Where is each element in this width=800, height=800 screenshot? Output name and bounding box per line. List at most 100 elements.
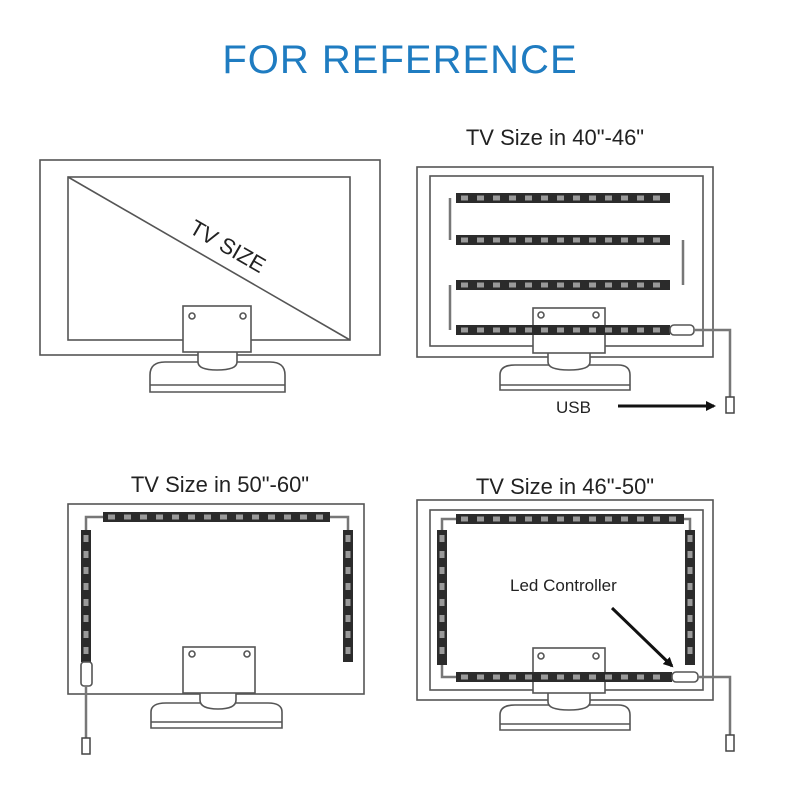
led-chip [557,516,564,522]
led-chip [509,516,516,522]
tv-stand [150,646,283,729]
led-chip [461,282,468,288]
led-chip [687,551,693,558]
led-chip [557,195,564,201]
led-chip [621,516,628,522]
usb-cable [698,675,732,735]
panel-caption: TV Size in 46"-50" [476,474,654,499]
led-chip [493,237,500,243]
led-controller [671,671,699,683]
led-chip [637,674,644,680]
led-strip [343,530,353,662]
panel-46-50: TV Size in 46"-50" Led Controller [416,474,735,752]
led-chip [493,516,500,522]
led-chip [345,583,351,590]
led-chip [621,327,628,333]
led-chip [637,327,644,333]
led-chip [345,647,351,654]
strip-connectors [440,517,692,679]
panel-caption: TV Size in 50"-60" [131,472,309,497]
led-chip [653,237,660,243]
led-chip [637,237,644,243]
led-chip [345,535,351,542]
led-chip [541,282,548,288]
usb-plug-icon [725,396,735,414]
led-chip [557,282,564,288]
led-chip [493,674,500,680]
controller-label: Led Controller [510,576,617,595]
strip-connectors [448,198,685,330]
led-chip [220,514,227,520]
panel-50-60: TV Size in 50"-60" [67,472,365,755]
led-chip [605,237,612,243]
led-chip [589,327,596,333]
led-chip [541,674,548,680]
led-chip [493,327,500,333]
led-chip [316,514,323,520]
arrow-icon [610,606,674,668]
led-chip [573,327,580,333]
led-chip [345,599,351,606]
led-strip [456,514,684,524]
led-chip [188,514,195,520]
led-chip [541,327,548,333]
led-strip [685,530,695,665]
led-chip [621,195,628,201]
led-chip [541,237,548,243]
led-chip [345,615,351,622]
led-chip [156,514,163,520]
led-chip [557,327,564,333]
led-chip [252,514,259,520]
led-chip [439,567,445,574]
led-chip [83,567,89,574]
tv-stand [499,647,631,731]
tv-stand [499,307,631,391]
led-chip [461,674,468,680]
led-chip [477,674,484,680]
led-strip [437,530,447,665]
led-chip [509,674,516,680]
led-chip [573,237,580,243]
led-chip [605,282,612,288]
led-chip [477,195,484,201]
led-chip [653,195,660,201]
led-chip [83,535,89,542]
led-chip [268,514,275,520]
led-chip [541,516,548,522]
led-chip [172,514,179,520]
led-chip [687,647,693,654]
page-title: FOR REFERENCE [222,38,577,82]
led-chip [525,327,532,333]
led-chip [653,674,660,680]
led-strip [81,530,91,662]
led-chip [605,195,612,201]
led-chip [108,514,115,520]
led-chip [557,237,564,243]
led-chip [557,674,564,680]
led-chip [589,282,596,288]
led-chip [439,615,445,622]
led-chip [687,599,693,606]
led-chip [83,551,89,558]
led-chip [669,516,676,522]
led-chip [525,674,532,680]
led-chip [653,282,660,288]
led-chip [477,327,484,333]
led-chip [477,282,484,288]
led-chip [637,282,644,288]
led-chip [477,516,484,522]
led-controller [80,661,93,687]
led-chip [621,674,628,680]
led-strips [456,193,670,335]
led-controller [669,324,695,336]
led-chip [204,514,211,520]
led-chip [461,237,468,243]
led-chip [461,327,468,333]
led-chip [300,514,307,520]
led-chip [509,195,516,201]
led-chip [83,647,89,654]
led-chip [509,282,516,288]
led-chip [284,514,291,520]
led-chip [525,195,532,201]
